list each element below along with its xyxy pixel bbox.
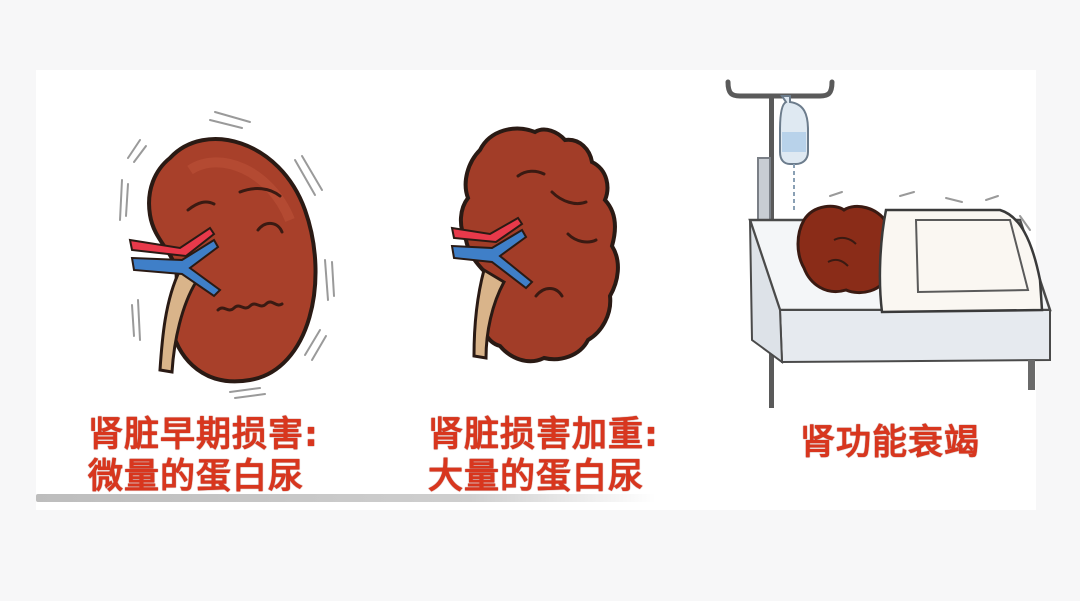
- stage-failure-title: 肾功能衰竭: [800, 423, 981, 463]
- kidney-in-hospital-bed-icon: [725, 79, 1052, 408]
- stage-early-subtitle: 微量的蛋白尿: [88, 457, 305, 497]
- stage-aggravated-title: 肾脏损害加重:: [428, 415, 659, 455]
- stage-early-title: 肾脏早期损害:: [88, 415, 319, 455]
- trembling-kidney-icon: [119, 111, 335, 399]
- stage-early-caption: 肾脏早期损害: 微量的蛋白尿: [88, 414, 319, 498]
- stage-aggravated-subtitle: 大量的蛋白尿: [428, 457, 645, 497]
- baseline-divider: [36, 494, 656, 502]
- stage-aggravated-caption: 肾脏损害加重: 大量的蛋白尿: [428, 414, 659, 498]
- shriveled-kidney-icon: [450, 126, 620, 364]
- stage-failure-caption: 肾功能衰竭: [800, 422, 980, 464]
